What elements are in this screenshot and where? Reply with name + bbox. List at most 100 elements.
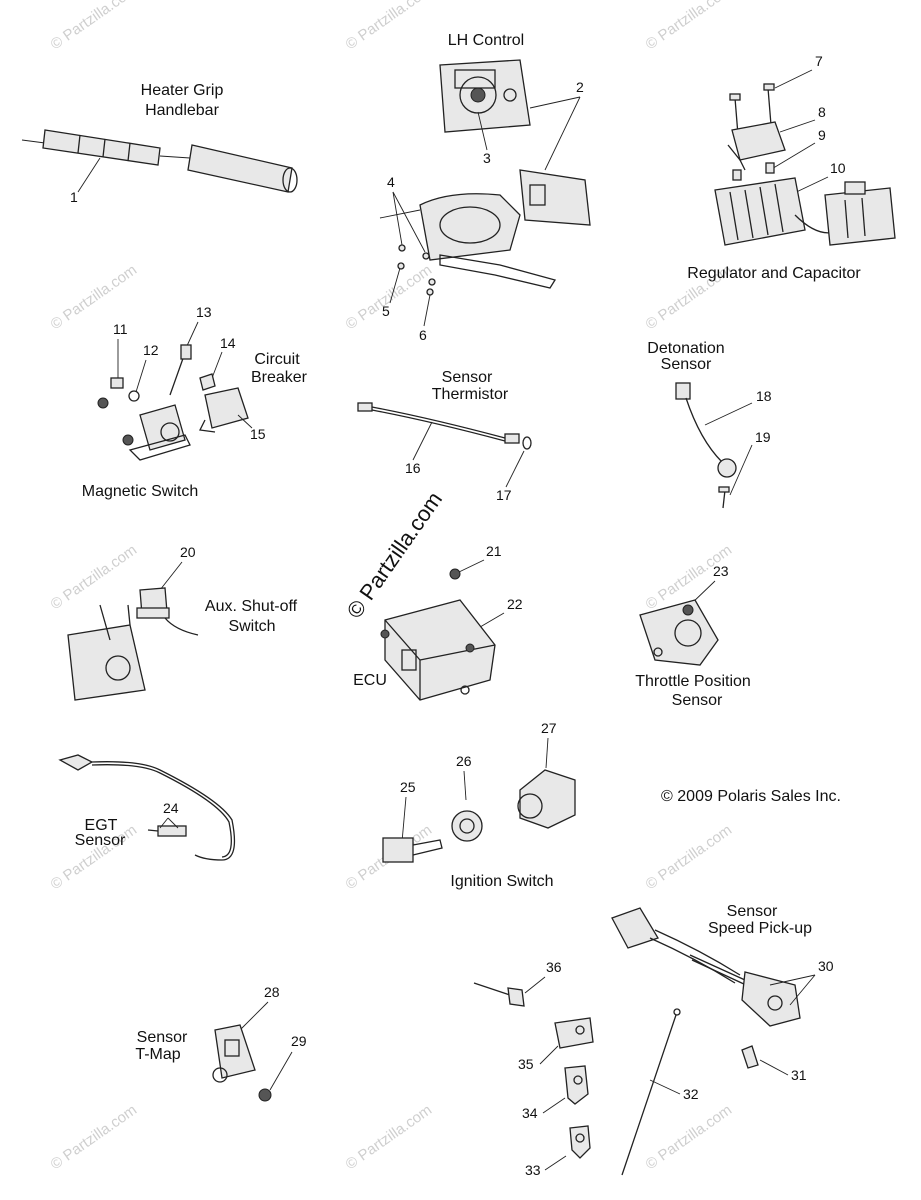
part-number-6: 6 [419, 327, 427, 343]
watermark: © Partzilla.com [643, 821, 736, 893]
part-number-17: 17 [496, 487, 512, 503]
part-number-11: 11 [113, 321, 128, 337]
throttle-sensor [639, 599, 719, 666]
part-number-1: 1 [70, 189, 78, 205]
ecu-module [380, 599, 496, 701]
part-number-23: 23 [713, 563, 729, 579]
ignition-switch-group: 25 26 27 Ignition Switch [382, 720, 576, 890]
tmap-label-2: T-Map [135, 1046, 180, 1063]
part-number-26: 26 [456, 753, 472, 769]
part-number-29: 29 [291, 1033, 307, 1049]
egt-sensor-group: 24 EGT Sensor [58, 754, 236, 861]
part-number-24: 24 [163, 800, 179, 816]
capacitor [727, 121, 786, 171]
lh-control-label: LH Control [448, 32, 524, 49]
aux-label-1: Aux. Shut-off [205, 598, 298, 615]
ignition-body [517, 769, 576, 829]
part-number-21: 21 [486, 543, 502, 559]
part-number-30: 30 [818, 958, 834, 974]
lh-control-housing [439, 59, 531, 133]
magnetic-switch-label: Magnetic Switch [82, 483, 199, 500]
part-number-25: 25 [400, 779, 416, 795]
throttle-label-1: Throttle Position [635, 673, 751, 690]
part-number-18: 18 [756, 388, 772, 404]
part-number-7: 7 [815, 53, 823, 69]
watermark: © Partzilla.com [343, 261, 436, 333]
regulator-label: Regulator and Capacitor [687, 265, 861, 282]
speed-label-2: Speed Pick-up [708, 920, 812, 937]
speed-sensor-group: Sensor Speed Pick-up 30 31 32 [611, 903, 834, 1176]
part-number-20: 20 [180, 544, 196, 560]
part-number-5: 5 [382, 303, 390, 319]
clips-group: 36 35 34 33 [473, 959, 594, 1178]
part-number-28: 28 [264, 984, 280, 1000]
heater-grip-label-1: Heater Grip [141, 82, 224, 99]
lh-control-group: LH Control 2 3 4 5 6 [379, 32, 591, 343]
part-number-27: 27 [541, 720, 557, 736]
part-number-15: 15 [250, 426, 266, 442]
tmap-label-1: Sensor [137, 1029, 188, 1046]
ignition-key [382, 837, 443, 863]
regulator-group: 7 8 9 10 Regulator and Capacit [687, 53, 896, 282]
thermistor-label-2: Thermistor [432, 386, 509, 403]
copyright-notice: © 2009 Polaris Sales Inc. [661, 788, 841, 805]
tmap-sensor-group: 28 29 Sensor T-Map [135, 984, 307, 1102]
part-number-12: 12 [143, 342, 159, 358]
part-number-35: 35 [518, 1056, 534, 1072]
watermark: © Partzilla.com [48, 0, 141, 53]
part-number-22: 22 [507, 596, 523, 612]
ignition-label: Ignition Switch [450, 873, 553, 890]
part-number-4: 4 [387, 174, 395, 190]
heater-grip-label-2: Handlebar [145, 102, 220, 119]
part-number-10: 10 [830, 160, 846, 176]
watermark: © Partzilla.com [343, 1101, 436, 1173]
egt-label-2: Sensor [75, 832, 126, 849]
detonation-group: Detonation Sensor 18 19 [647, 340, 772, 509]
ecu-label: ECU [353, 672, 387, 689]
circuit-breaker-label-2: Breaker [251, 369, 308, 386]
throttle-label-2: Sensor [672, 692, 723, 709]
lh-control-assembly [379, 169, 591, 289]
part-number-33: 33 [525, 1162, 541, 1178]
throttle-sensor-group: 23 Throttle Position Sensor [635, 563, 751, 709]
ecu-group: 21 22 ECU [353, 543, 523, 701]
magnetic-switch [97, 397, 191, 461]
part-number-31: 31 [791, 1067, 807, 1083]
circuit-breaker-label-1: Circuit [254, 351, 300, 368]
tmap-sensor [212, 1024, 256, 1083]
detonation-label-1: Detonation [647, 340, 724, 357]
part-number-14: 14 [220, 335, 236, 351]
heater-grip-group: Heater Grip Handlebar 1 [21, 82, 298, 205]
part-number-2: 2 [576, 79, 584, 95]
sensor-thermistor-group: Sensor Thermistor 16 17 [357, 369, 532, 503]
watermark: © Partzilla.com [48, 1101, 141, 1173]
part-number-36: 36 [546, 959, 562, 975]
watermark: © Partzilla.com [48, 541, 141, 613]
part-number-34: 34 [522, 1105, 538, 1121]
part-number-13: 13 [196, 304, 212, 320]
part-number-8: 8 [818, 104, 826, 120]
regulator [714, 177, 896, 246]
grip-element [42, 129, 161, 166]
part-number-32: 32 [683, 1086, 699, 1102]
watermark: © Partzilla.com [643, 1101, 736, 1173]
magnetic-switch-group: 11 12 13 14 Circuit Breaker 15 Magnetic … [82, 304, 308, 500]
aux-shutoff-group: 20 Aux. Shut-off Switch [67, 544, 298, 701]
thermistor-label-1: Sensor [442, 369, 493, 386]
watermark: © Partzilla.com [343, 0, 436, 53]
part-number-3: 3 [483, 150, 491, 166]
watermark: © Partzilla.com [643, 0, 736, 53]
circuit-breaker [199, 387, 249, 433]
part-number-16: 16 [405, 460, 421, 476]
egt-label-1: EGT [85, 817, 118, 834]
speed-label-1: Sensor [727, 903, 778, 920]
aux-switch-housing [67, 604, 146, 701]
part-number-9: 9 [818, 127, 826, 143]
handlebar-tube [187, 144, 298, 193]
aux-label-2: Switch [228, 618, 275, 635]
detonation-label-2: Sensor [661, 356, 712, 373]
speed-sensor [611, 907, 801, 1027]
center-watermark: © Partzilla.com [342, 487, 448, 623]
part-number-19: 19 [755, 429, 771, 445]
